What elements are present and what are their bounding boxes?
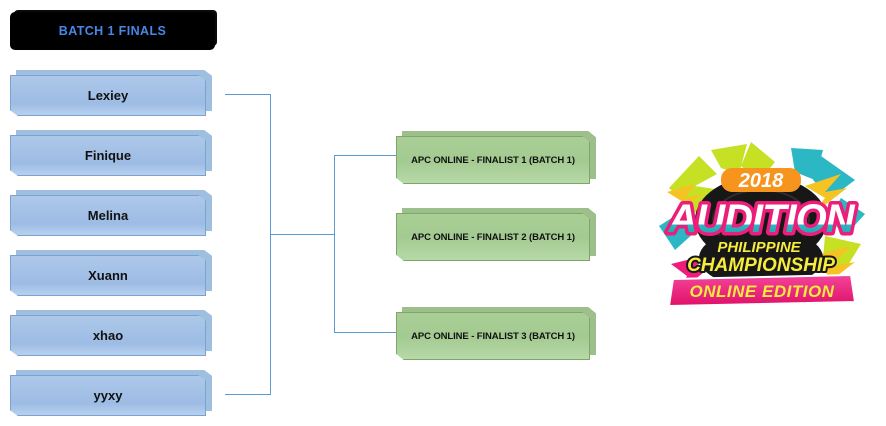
logo-title: AUDITION AUDITION — [664, 194, 860, 245]
finalist-label: APC ONLINE - FINALIST 3 (BATCH 1) — [411, 330, 575, 342]
logo-banner-text: ONLINE EDITION — [690, 282, 835, 301]
finalist-box-3[interactable]: APC ONLINE - FINALIST 3 (BATCH 1) — [396, 307, 596, 360]
connector-line-bottom-horizontal — [225, 394, 271, 395]
competitor-box-face: Finique — [10, 135, 206, 176]
finalist-label: APC ONLINE - FINALIST 2 (BATCH 1) — [411, 231, 575, 243]
logo-year-text: 2018 — [738, 170, 784, 192]
competitor-label: yyxy — [93, 388, 123, 403]
batch-header: BATCH 1 FINALS — [10, 12, 215, 50]
finalist-box-1[interactable]: APC ONLINE - FINALIST 1 (BATCH 1) — [396, 131, 596, 184]
competitor-box-1[interactable]: Lexiey — [10, 70, 212, 116]
logo-subtitle-line1-outline: PHILIPPINE — [717, 239, 801, 256]
finalist-box-face: APC ONLINE - FINALIST 1 (BATCH 1) — [396, 136, 590, 184]
logo-subtitle-line1: PHILIPPINE — [717, 239, 801, 256]
connector-line-finalist-3 — [334, 332, 397, 333]
competitor-box-6[interactable]: yyxy — [10, 370, 212, 416]
logo-year-badge: 2018 — [721, 168, 801, 192]
finalist-box-2[interactable]: APC ONLINE - FINALIST 2 (BATCH 1) — [396, 208, 596, 261]
logo-title-text: AUDITION — [667, 197, 855, 241]
audition-championship-logo: 2018 AUDITION AUDITION PHILIPPINE PHILIP… — [655, 140, 867, 312]
competitor-box-face: Xuann — [10, 255, 206, 296]
connector-line-right-vertical — [334, 155, 335, 332]
finalist-box-face: APC ONLINE - FINALIST 2 (BATCH 1) — [396, 213, 590, 261]
competitor-box-5[interactable]: xhao — [10, 310, 212, 356]
competitor-box-face: xhao — [10, 315, 206, 356]
logo-title-outline: AUDITION — [667, 197, 855, 241]
connector-line-mid-horizontal — [270, 234, 335, 235]
competitor-label: Lexiey — [87, 88, 129, 103]
connector-line-left-vertical — [270, 94, 271, 395]
competitor-label: Finique — [84, 148, 132, 163]
competitor-label: Xuann — [88, 268, 128, 283]
connector-line-finalist-1 — [334, 155, 397, 156]
competitor-label: Melina — [87, 208, 129, 223]
connector-line-top-horizontal — [225, 94, 271, 95]
competitor-box-face: Melina — [10, 195, 206, 236]
competitor-box-3[interactable]: Melina — [10, 190, 212, 236]
logo-disc — [695, 176, 827, 288]
competitor-label: xhao — [92, 328, 124, 343]
competitor-box-2[interactable]: Finique — [10, 130, 212, 176]
competitor-box-face: yyxy — [10, 375, 206, 416]
competitor-box-4[interactable]: Xuann — [10, 250, 212, 296]
logo-banner: ONLINE EDITION — [667, 273, 857, 308]
logo-subtitle: PHILIPPINE PHILIPPINE CHAMPIONSHIP CHAMP… — [685, 237, 837, 278]
finalist-label: APC ONLINE - FINALIST 1 (BATCH 1) — [411, 154, 575, 166]
logo-subtitle-line2-outline: CHAMPIONSHIP — [687, 255, 835, 276]
logo-subtitle-line2: CHAMPIONSHIP — [687, 255, 835, 276]
finalist-box-face: APC ONLINE - FINALIST 3 (BATCH 1) — [396, 312, 590, 360]
competitor-box-face: Lexiey — [10, 75, 206, 116]
batch-header-label: BATCH 1 FINALS — [58, 24, 167, 38]
